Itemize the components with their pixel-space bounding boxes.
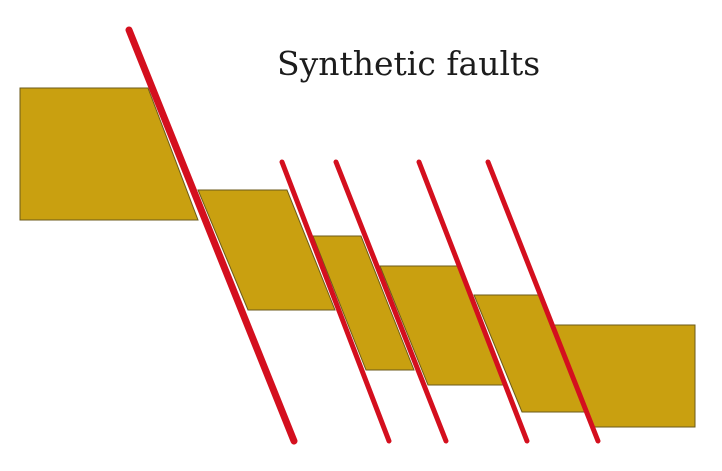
fault-line-master [125,26,298,445]
layer-block-2 [197,189,336,311]
fault-lines [125,26,601,445]
fault-line-5 [485,159,601,444]
fault-line-3 [333,159,449,444]
rock-layer [19,87,696,428]
diagram-title: Synthetic faults [277,44,541,83]
fault-line-4 [416,159,530,444]
layer-block-1 [19,87,199,221]
title-fragment-cropped [525,0,555,6]
fault-line-2 [279,159,392,444]
layer-block-3 [312,235,415,371]
